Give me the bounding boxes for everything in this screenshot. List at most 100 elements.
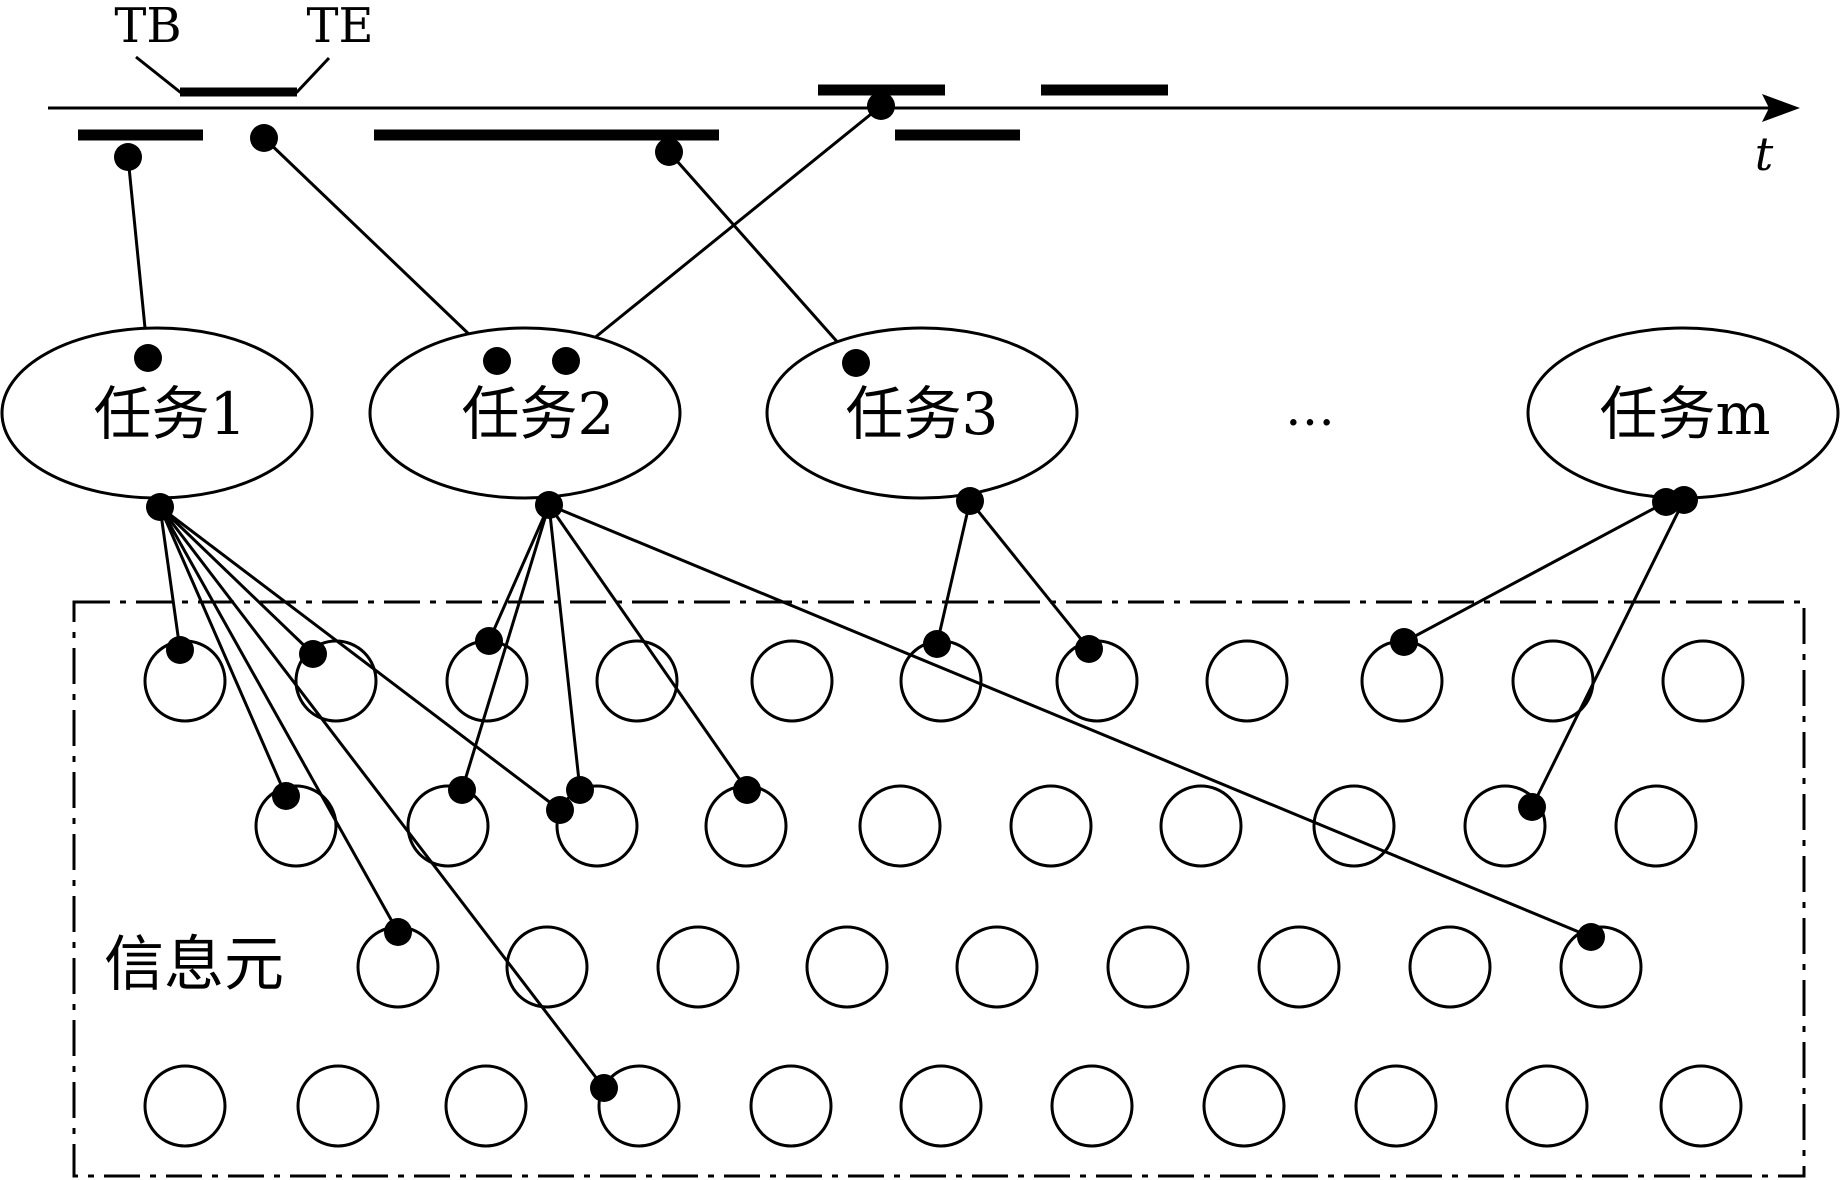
connection-dot bbox=[655, 138, 683, 166]
info-element-circle[interactable] bbox=[1463, 784, 1547, 868]
info-element-circle[interactable] bbox=[656, 925, 740, 1009]
info-element-circle[interactable] bbox=[143, 1064, 227, 1148]
connection-line bbox=[460, 504, 551, 791]
connection-line bbox=[968, 500, 1091, 650]
time-axis-label: t bbox=[1755, 127, 1774, 181]
task-2-label: 任务2 bbox=[462, 380, 615, 448]
connection-dot bbox=[923, 630, 951, 658]
connection-line bbox=[548, 503, 1592, 939]
info-element-circle[interactable] bbox=[899, 1064, 983, 1148]
connection-dot bbox=[590, 1074, 618, 1102]
tb-te-bracket bbox=[135, 55, 331, 94]
info-element-grid bbox=[143, 639, 1745, 1148]
info-element-circle[interactable] bbox=[1312, 784, 1396, 868]
info-element-circle[interactable] bbox=[1050, 1064, 1134, 1148]
connection-line bbox=[935, 500, 972, 645]
info-element-region-label: 信息元 bbox=[104, 930, 284, 1000]
info-element-circle[interactable] bbox=[444, 1064, 528, 1148]
info-element-circle[interactable] bbox=[1202, 1064, 1286, 1148]
info-element-circle[interactable] bbox=[597, 1064, 681, 1148]
task-m[interactable]: 任务m bbox=[1526, 326, 1840, 500]
connection-line bbox=[126, 156, 150, 359]
connection-dot bbox=[733, 776, 761, 804]
connection-dot bbox=[535, 491, 563, 519]
connection-line bbox=[158, 505, 315, 656]
connection-dot bbox=[552, 347, 580, 375]
connection-line bbox=[547, 504, 582, 791]
connection-dot bbox=[1390, 628, 1418, 656]
connection-dot bbox=[483, 347, 511, 375]
info-element-circle[interactable] bbox=[1661, 639, 1745, 723]
info-element-circle[interactable] bbox=[406, 784, 490, 868]
tasks: 任务1 任务2 任务3 任务m … bbox=[0, 326, 1840, 500]
info-element-circle[interactable] bbox=[1009, 784, 1093, 868]
connection-dot bbox=[566, 776, 594, 804]
connection-line bbox=[1530, 499, 1686, 808]
info-element-circle[interactable] bbox=[1505, 1064, 1589, 1148]
task-1-label: 任务1 bbox=[94, 380, 247, 448]
info-element-circle[interactable] bbox=[1659, 1064, 1743, 1148]
connection-dot bbox=[1518, 793, 1546, 821]
info-element-circle[interactable] bbox=[749, 1064, 833, 1148]
task-2-ellipse[interactable] bbox=[368, 326, 682, 500]
connection-dot bbox=[956, 487, 984, 515]
info-element-circle[interactable] bbox=[805, 925, 889, 1009]
info-element-circle[interactable] bbox=[750, 639, 834, 723]
connection-line bbox=[159, 505, 561, 812]
info-element-circle[interactable] bbox=[1205, 639, 1289, 723]
info-element-circle[interactable] bbox=[555, 784, 639, 868]
connection-line bbox=[565, 104, 882, 363]
info-element-circle[interactable] bbox=[1408, 925, 1492, 1009]
connection-dot bbox=[1577, 923, 1605, 951]
connection-dot bbox=[1670, 486, 1698, 514]
connection-dot bbox=[842, 349, 870, 377]
connection-line bbox=[1403, 500, 1667, 644]
connection-dot bbox=[250, 124, 278, 152]
tb-label: TB bbox=[114, 0, 181, 54]
task-1[interactable]: 任务1 bbox=[0, 326, 314, 500]
task-2[interactable]: 任务2 bbox=[368, 326, 682, 500]
task-ellipsis: … bbox=[1285, 379, 1335, 437]
info-element-circle[interactable] bbox=[1559, 925, 1643, 1009]
info-element-circle[interactable] bbox=[595, 639, 679, 723]
info-element-circle[interactable] bbox=[1106, 925, 1190, 1009]
connection-line bbox=[158, 506, 288, 797]
connections bbox=[126, 104, 1686, 1089]
connection-line bbox=[547, 504, 749, 791]
task-3-label: 任务3 bbox=[846, 380, 999, 448]
info-element-circle[interactable] bbox=[296, 1064, 380, 1148]
task-m-label: 任务m bbox=[1600, 380, 1771, 448]
connection-line bbox=[158, 506, 606, 1089]
connection-line bbox=[487, 504, 551, 642]
connection-dot bbox=[146, 493, 174, 521]
timeline bbox=[48, 55, 1800, 141]
info-element-circle[interactable] bbox=[254, 784, 338, 868]
connection-dot bbox=[867, 92, 895, 120]
connection-dot bbox=[1075, 635, 1103, 663]
connection-dots bbox=[114, 92, 1698, 1102]
connection-dot bbox=[448, 776, 476, 804]
time-axis-arrowhead bbox=[1762, 94, 1800, 122]
connection-dot bbox=[299, 640, 327, 668]
connection-dot bbox=[384, 918, 412, 946]
info-element-circle[interactable] bbox=[1614, 784, 1698, 868]
info-element-circle[interactable] bbox=[1354, 1064, 1438, 1148]
task-3[interactable]: 任务3 bbox=[765, 326, 1079, 500]
info-element-circle[interactable] bbox=[858, 784, 942, 868]
connection-line bbox=[158, 506, 400, 933]
info-element-circle[interactable] bbox=[1257, 925, 1341, 1009]
connection-line bbox=[262, 136, 499, 363]
info-element-circle[interactable] bbox=[505, 925, 589, 1009]
info-element-circle[interactable] bbox=[955, 925, 1039, 1009]
info-element-circle[interactable] bbox=[1159, 784, 1243, 868]
connection-dot bbox=[272, 782, 300, 810]
connection-line bbox=[667, 151, 858, 364]
connection-dot bbox=[475, 627, 503, 655]
connection-dot bbox=[134, 344, 162, 372]
connection-dot bbox=[166, 636, 194, 664]
te-label: TE bbox=[306, 0, 373, 54]
connection-dot bbox=[546, 796, 574, 824]
info-element-region bbox=[72, 600, 1806, 1178]
connection-line bbox=[158, 506, 182, 651]
